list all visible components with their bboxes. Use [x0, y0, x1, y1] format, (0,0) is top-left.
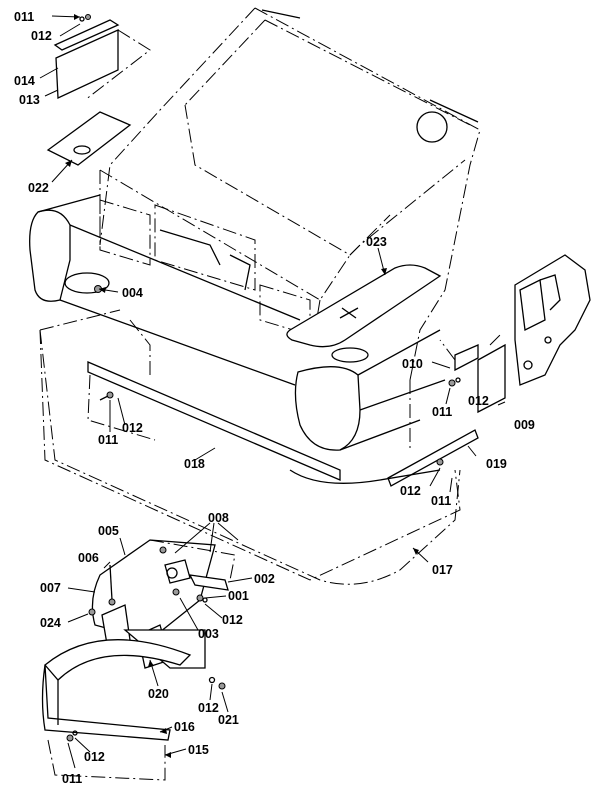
callout-011: 011	[432, 405, 452, 419]
callout-labels: 011 012 014 013 022 023 004 010 011 012 …	[14, 10, 535, 786]
deflector-015-016	[41, 639, 192, 781]
callout-012: 012	[84, 750, 105, 764]
strip-018	[87, 361, 341, 481]
callout-013: 013	[19, 93, 40, 107]
callout-023: 023	[366, 235, 387, 249]
callout-010: 010	[402, 357, 423, 371]
callout-015: 015	[188, 743, 209, 757]
callout-002: 002	[254, 572, 275, 586]
machine-frame	[514, 254, 591, 386]
leader-arrowheads	[65, 14, 419, 758]
callout-012: 012	[400, 484, 421, 498]
strip-019	[387, 429, 479, 487]
callout-011: 011	[431, 494, 451, 508]
callout-012: 012	[122, 421, 143, 435]
callout-012: 012	[222, 613, 243, 627]
callout-020: 020	[148, 687, 169, 701]
callout-006: 006	[78, 551, 99, 565]
callout-014: 014	[14, 74, 35, 88]
callout-017: 017	[432, 563, 453, 577]
callout-011: 011	[14, 10, 34, 24]
bracket-009-010	[439, 334, 506, 414]
body-017-outline	[39, 329, 461, 585]
callout-012: 012	[468, 394, 489, 408]
front-openings	[99, 199, 311, 336]
callout-011: 011	[62, 772, 82, 786]
callout-001: 001	[228, 589, 249, 603]
bolt-021	[208, 676, 226, 690]
callout-012: 012	[198, 701, 219, 715]
body-017-edge	[289, 469, 441, 484]
plate-013-014	[53, 14, 151, 101]
callout-009: 009	[514, 418, 535, 432]
callout-005: 005	[98, 524, 119, 538]
callout-007: 007	[40, 581, 61, 595]
callout-018: 018	[184, 457, 205, 471]
callout-022: 022	[28, 181, 49, 195]
callout-016: 016	[174, 720, 195, 734]
strip-018-guide	[129, 319, 151, 375]
callout-021: 021	[218, 713, 239, 727]
left-bumper	[29, 194, 301, 386]
plate-022	[46, 111, 132, 166]
right-bumper	[294, 329, 446, 451]
callout-008: 008	[208, 511, 229, 525]
callout-012: 012	[31, 29, 52, 43]
callout-003: 003	[198, 627, 219, 641]
callout-024: 024	[40, 616, 61, 630]
callout-019: 019	[486, 457, 507, 471]
callout-004: 004	[122, 286, 143, 300]
cover-plate-023	[286, 264, 442, 363]
callout-011: 011	[98, 433, 118, 447]
